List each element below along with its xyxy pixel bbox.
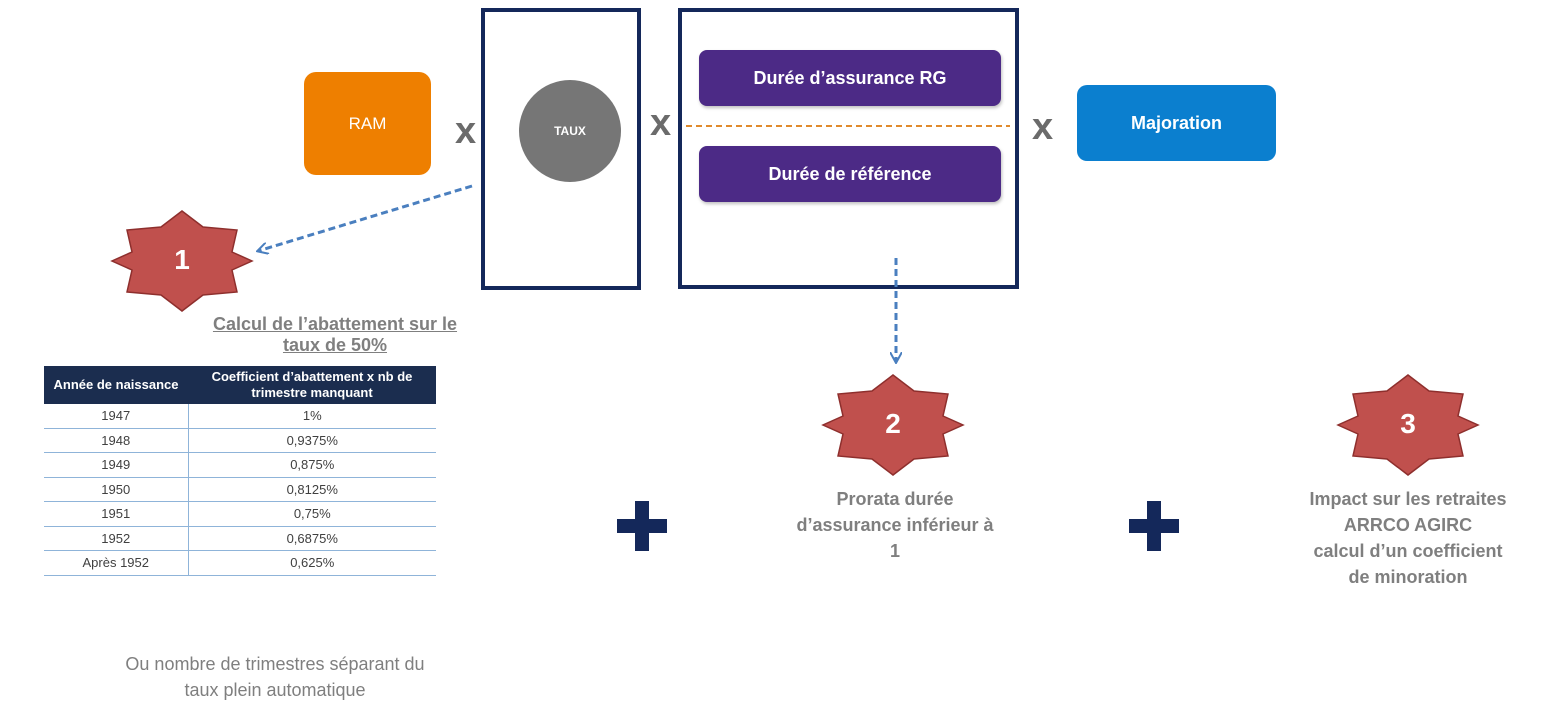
taux-circle: TAUX bbox=[519, 80, 621, 182]
cell-coef: 0,625% bbox=[188, 550, 436, 576]
cell-coef: 0,875% bbox=[188, 452, 436, 478]
cell-annee: 1949 bbox=[44, 452, 189, 478]
multiply-sign-2: x bbox=[650, 102, 672, 144]
prorata-line-2: d’assurance inférieur à bbox=[796, 515, 994, 535]
prorata-line-1: Prorata durée bbox=[836, 489, 954, 509]
badge-1 bbox=[110, 210, 254, 312]
impact-line-3: calcul d’un coefficient bbox=[1313, 541, 1503, 561]
plus-sign-1 bbox=[617, 501, 667, 551]
duree-assurance-box: Durée d’assurance RG bbox=[699, 50, 1001, 106]
note-line-1: Ou nombre de trimestres séparant du bbox=[125, 654, 425, 674]
fraction-frame bbox=[678, 8, 1019, 289]
badge-3-number: 3 bbox=[1400, 408, 1416, 439]
header-annee: Année de naissance bbox=[44, 366, 188, 404]
badge-2 bbox=[821, 374, 965, 476]
cell-annee: Après 1952 bbox=[44, 550, 189, 576]
impact-line-4: de minoration bbox=[1348, 567, 1468, 587]
impact-line-2: ARRCO AGIRC bbox=[1343, 515, 1473, 535]
majoration-label: Majoration bbox=[1130, 112, 1222, 133]
cell-coef: 0,6875% bbox=[188, 526, 436, 551]
abattement-title: Calcul de l’abattement sur le taux de 50… bbox=[212, 314, 458, 355]
ram-box: RAM bbox=[304, 72, 431, 175]
fraction-denominator: Durée de référence bbox=[768, 163, 932, 184]
table-header-row: Année de naissance Coefficient d’abattem… bbox=[44, 366, 436, 404]
impact-line-1: Impact sur les retraites bbox=[1309, 489, 1507, 509]
cell-coef: 0,9375% bbox=[188, 428, 436, 453]
taux-frame bbox=[481, 8, 641, 290]
taux-label: TAUX bbox=[554, 124, 586, 138]
cell-annee: 1952 bbox=[44, 526, 189, 551]
ram-label: RAM bbox=[348, 113, 387, 133]
plus-sign-2 bbox=[1129, 501, 1179, 551]
cell-annee: 1947 bbox=[44, 404, 189, 429]
impact-caption: Impact sur les retraites ARRCO AGIRC cal… bbox=[1243, 486, 1548, 590]
cell-annee: 1948 bbox=[44, 428, 189, 453]
abattement-note: Ou nombre de trimestres séparant du taux… bbox=[90, 651, 460, 703]
cell-coef: 0,8125% bbox=[188, 477, 436, 502]
header-coefficient: Coefficient d’abattement x nb de trimest… bbox=[188, 366, 436, 404]
cell-coef: 0,75% bbox=[188, 501, 436, 527]
prorata-line-3: 1 bbox=[889, 541, 900, 561]
badge-2-number: 2 bbox=[885, 408, 901, 439]
cell-coef: 1% bbox=[188, 404, 436, 429]
note-line-2: taux plein automatique bbox=[184, 680, 366, 700]
duree-reference-box: Durée de référence bbox=[699, 146, 1001, 202]
badge-1-number: 1 bbox=[174, 244, 190, 275]
abattement-table: Année de naissance Coefficient d’abattem… bbox=[44, 366, 436, 576]
cell-annee: 1950 bbox=[44, 477, 189, 502]
multiply-sign-1: x bbox=[455, 110, 477, 152]
majoration-box: Majoration bbox=[1077, 85, 1276, 161]
multiply-sign-3: x bbox=[1032, 106, 1054, 148]
fraction-numerator: Durée d’assurance RG bbox=[753, 67, 947, 88]
arrow-to-badge-1 bbox=[258, 184, 473, 251]
prorata-caption: Prorata durée d’assurance inférieur à 1 bbox=[730, 486, 1060, 564]
badge-3 bbox=[1336, 374, 1480, 476]
cell-annee: 1951 bbox=[44, 501, 189, 527]
